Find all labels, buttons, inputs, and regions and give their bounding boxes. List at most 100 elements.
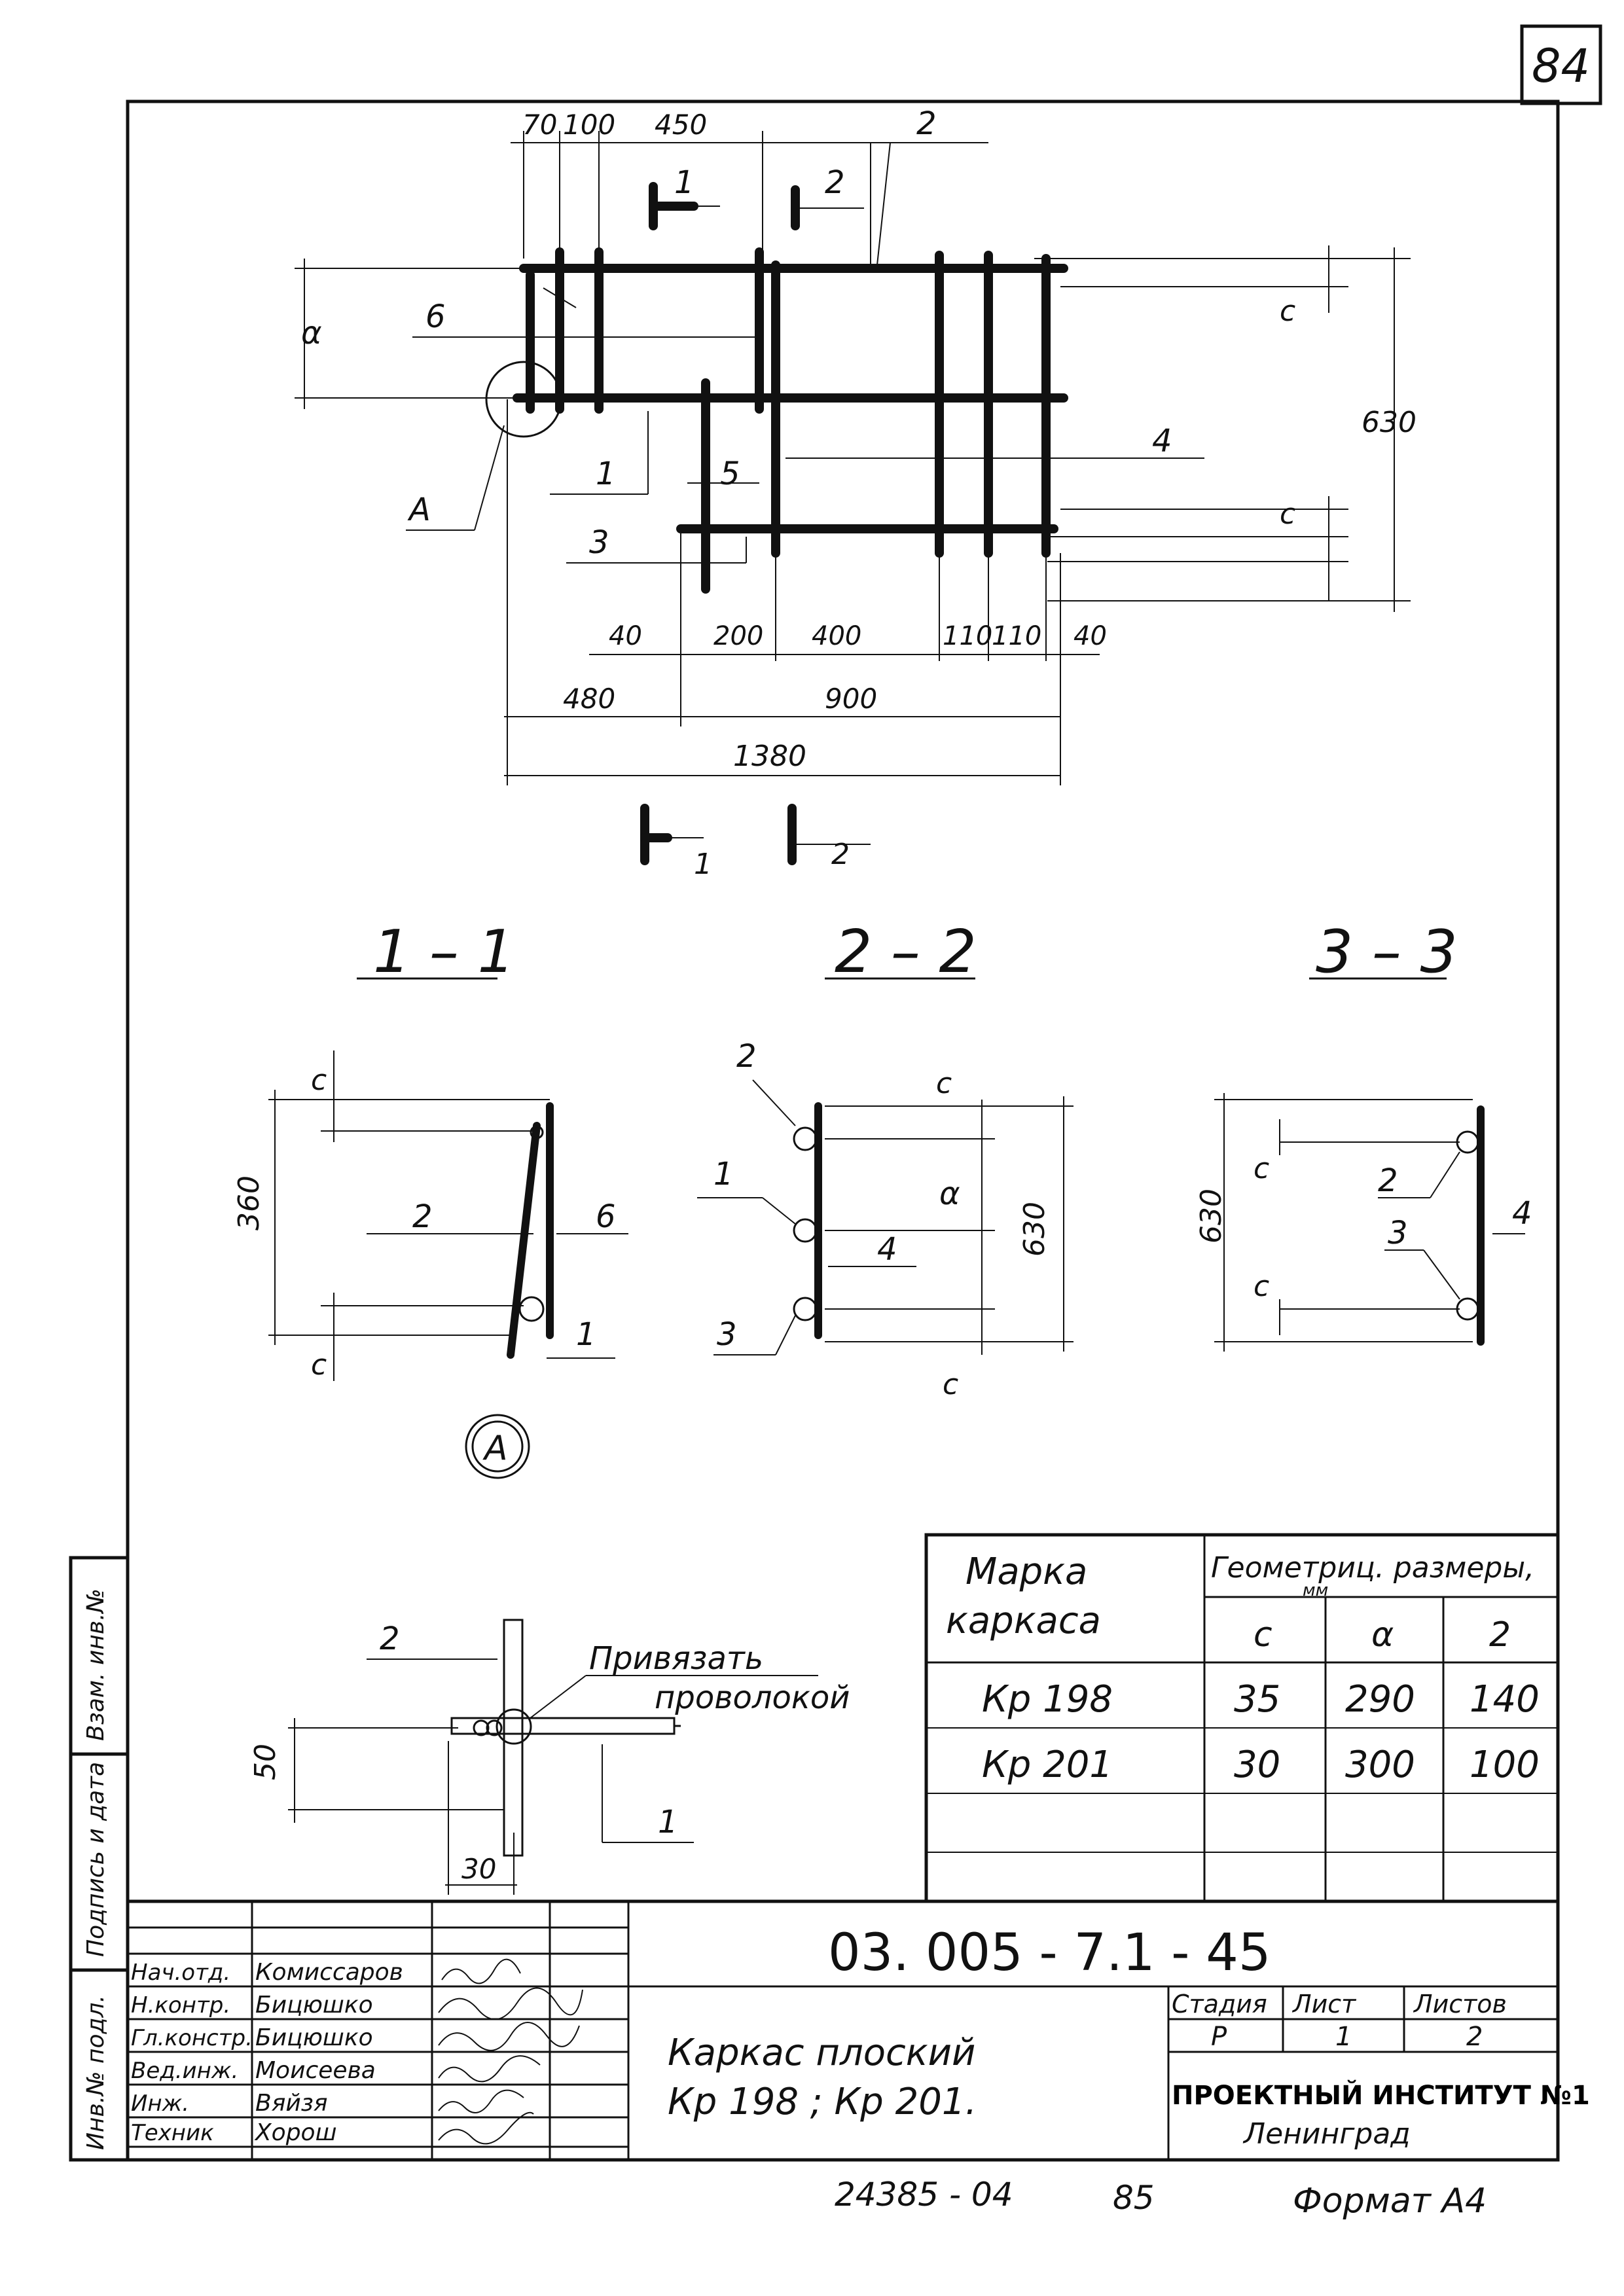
table-row-1-c: 35 bbox=[1234, 1678, 1280, 1721]
s33-dim-c-top: с bbox=[1254, 1152, 1269, 1185]
dim-100: 100 bbox=[563, 109, 615, 141]
dim-400: 400 bbox=[812, 621, 861, 651]
table-head-mark-2: каркаса bbox=[946, 1600, 1101, 1642]
s22-dim-a: α bbox=[939, 1175, 960, 1212]
s11-label-6: 6 bbox=[596, 1198, 616, 1235]
s33-label-2: 2 bbox=[1378, 1162, 1398, 1199]
stage-header: Стадия bbox=[1172, 1990, 1267, 2018]
footer-format: Формат А4 bbox=[1293, 2181, 1487, 2221]
name-4: Вяйзя bbox=[255, 2090, 328, 2117]
callout-6: 6 bbox=[425, 298, 446, 335]
s33-label-3: 3 bbox=[1388, 1215, 1408, 1251]
table-row-1-a: 290 bbox=[1345, 1678, 1415, 1721]
table-row-2-a: 300 bbox=[1345, 1744, 1415, 1786]
stage-value: Р bbox=[1211, 2022, 1227, 2052]
callout-3: 3 bbox=[589, 524, 609, 561]
sheets-header: Листов bbox=[1413, 1990, 1507, 2018]
footer: 24385 - 04 85 Формат А4 bbox=[835, 2176, 1487, 2221]
table-col-c: с bbox=[1254, 1615, 1272, 1655]
s22-label-4: 4 bbox=[877, 1231, 897, 1268]
s11-dim-c-top: с bbox=[311, 1064, 327, 1097]
s22-dim-630: 630 bbox=[1018, 1202, 1051, 1257]
callout-1: 1 bbox=[596, 456, 616, 492]
dim-40-left: 40 bbox=[609, 621, 642, 651]
dim-70: 70 bbox=[522, 109, 557, 141]
organization-city: Ленинград bbox=[1242, 2117, 1411, 2151]
title-block: 03. 005 - 7.1 - 45 Нач.отд. Н.контр. Гл.… bbox=[126, 1899, 1590, 2162]
sheet-value: 1 bbox=[1335, 2022, 1352, 2052]
bottom-section-mark-2: 2 bbox=[831, 838, 850, 871]
callout-2: 2 bbox=[916, 105, 937, 142]
table-row-1-mark: Кр 198 bbox=[982, 1678, 1113, 1721]
dim-c-bottom: с bbox=[1280, 497, 1295, 531]
section-3-3: 3 – 3 630 с с 2 3 4 bbox=[1195, 918, 1532, 1352]
s22-label-1: 1 bbox=[713, 1156, 734, 1193]
table-row-2-c: 30 bbox=[1234, 1744, 1280, 1786]
top-section-mark-1: 1 bbox=[674, 164, 695, 201]
role-4: Инж. bbox=[131, 2090, 189, 2117]
dim-1380: 1380 bbox=[733, 740, 806, 773]
detail-a: 2 Привязать проволокой 1 50 30 bbox=[249, 1619, 850, 1895]
role-5: Техник bbox=[131, 2120, 214, 2146]
s11-label-2: 2 bbox=[412, 1198, 433, 1235]
table-col-z: 2 bbox=[1489, 1615, 1511, 1655]
section-1-1-title: 1 – 1 bbox=[373, 918, 515, 986]
table-col-a: α bbox=[1371, 1615, 1394, 1655]
detail-a-marker: A bbox=[482, 1429, 508, 1468]
organization-name: ПРОЕКТНЫЙ ИНСТИТУТ №1 bbox=[1172, 2079, 1590, 2111]
sheet-number-box: 84 bbox=[1520, 24, 1602, 105]
table-head-mark-1: Марка bbox=[965, 1551, 1087, 1593]
sheets-value: 2 bbox=[1466, 2022, 1483, 2052]
top-section-mark-2: 2 bbox=[825, 164, 845, 201]
name-0: Комиссаров bbox=[255, 1959, 403, 1986]
side-stamp-vzam: Взам. инв.№ bbox=[82, 1588, 109, 1741]
spec-table: Марка каркаса Геометриц. размеры, мм с α… bbox=[924, 1533, 1560, 1903]
s33-dim-630: 630 bbox=[1195, 1189, 1228, 1244]
signatures bbox=[438, 1958, 583, 2145]
section-1-1: 1 – 1 360 с с 2 6 1 A bbox=[232, 918, 628, 1479]
document-code: 03. 005 - 7.1 - 45 bbox=[828, 1924, 1271, 1982]
callout-4: 4 bbox=[1152, 423, 1172, 459]
s22-label-2: 2 bbox=[736, 1038, 757, 1075]
s22-dim-c-bottom: с bbox=[943, 1368, 958, 1401]
dim-c-top: с bbox=[1280, 295, 1295, 328]
section-2-2-title: 2 – 2 bbox=[835, 918, 977, 986]
s11-dim-c-bottom: с bbox=[311, 1348, 327, 1382]
table-head-unit: мм bbox=[1303, 1581, 1328, 1600]
callout-5: 5 bbox=[720, 456, 740, 492]
name-1: Бицюшко bbox=[255, 1992, 373, 2018]
callout-a: A bbox=[407, 492, 431, 528]
table-row-1-z: 140 bbox=[1470, 1678, 1540, 1721]
s11-dim-360: 360 bbox=[232, 1175, 266, 1230]
role-3: Вед.инж. bbox=[131, 2058, 238, 2084]
dim-450: 450 bbox=[655, 109, 707, 141]
s22-label-3: 3 bbox=[717, 1316, 737, 1353]
role-2: Гл.констр. bbox=[131, 2025, 253, 2051]
plan-labels: 70 100 450 2 1 2 6 α с с 630 4 5 1 3 A 4… bbox=[301, 105, 1416, 881]
drawing-title-2: Кр 198 ; Кр 201. bbox=[668, 2081, 977, 2123]
role-1: Н.контр. bbox=[131, 1992, 230, 2018]
detail-label-1: 1 bbox=[658, 1804, 678, 1840]
dim-200: 200 bbox=[713, 621, 763, 651]
table-head-geo: Геометриц. размеры, bbox=[1211, 1551, 1534, 1585]
section-3-3-title: 3 – 3 bbox=[1316, 918, 1458, 986]
dim-110-a: 110 bbox=[943, 621, 992, 651]
side-stamp-podp: Подпись и дата bbox=[82, 1762, 109, 1957]
dim-110-b: 110 bbox=[992, 621, 1041, 651]
footer-number: 24385 - 04 bbox=[835, 2176, 1013, 2214]
dim-480: 480 bbox=[563, 683, 615, 715]
sheet-number: 84 bbox=[1532, 39, 1590, 93]
role-0: Нач.отд. bbox=[131, 1960, 230, 1986]
table-row-2-mark: Кр 201 bbox=[982, 1744, 1113, 1786]
detail-dim-50: 50 bbox=[249, 1744, 282, 1780]
name-5: Хорош bbox=[254, 2119, 337, 2146]
s33-dim-c-bottom: с bbox=[1254, 1270, 1269, 1303]
dim-630: 630 bbox=[1362, 406, 1416, 439]
dim-a: α bbox=[301, 315, 322, 351]
detail-label-2: 2 bbox=[380, 1621, 400, 1657]
section-2-2: 2 – 2 2 1 4 3 с α 630 с bbox=[697, 918, 1074, 1401]
drawing-title-1: Каркас плоский bbox=[668, 2032, 975, 2074]
s22-dim-c-top: с bbox=[936, 1067, 952, 1100]
s33-label-4: 4 bbox=[1512, 1195, 1532, 1232]
